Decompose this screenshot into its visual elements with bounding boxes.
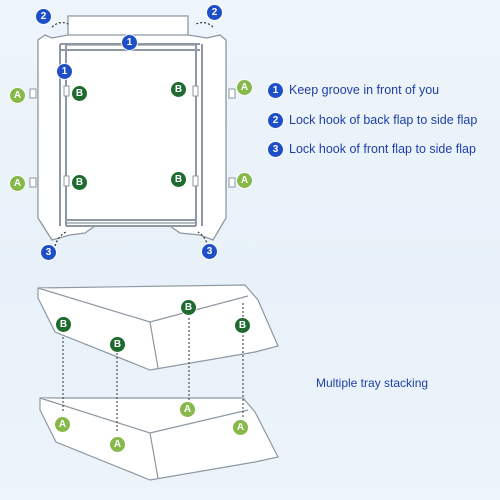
step-2-icon: 2 [268,112,283,128]
flap-a-badge: A [237,173,252,188]
bottom-tray [39,397,279,481]
legend-item-2: 2 Lock hook of back flap to side flap [268,111,498,129]
stack-a-badge: A [55,417,70,432]
legend-text-3: Lock hook of front flap to side flap [289,142,476,156]
flap-a-badge: A [10,88,25,103]
step-1-icon: 1 [268,82,283,98]
slot-b-badge: B [72,86,87,101]
step-1-badge-left: 1 [57,64,72,79]
legend-text-1: Keep groove in front of you [289,83,440,97]
slot-b-badge: B [171,82,186,97]
stacking-caption: Multiple tray stacking [316,376,429,390]
stack-a-badge: A [110,437,125,452]
step-3-badge-right: 3 [202,244,217,259]
step-3-icon: 3 [268,141,283,157]
legend-item-3: 3 Lock hook of front flap to side flap [268,140,498,158]
slot-b-badge: B [72,175,87,190]
stack-b-badge: B [110,337,125,352]
legend-item-1: 1 Keep groove in front of you [268,81,498,99]
stack-b-badge: B [235,318,250,333]
step-2-badge-right: 2 [207,5,222,20]
step-2-badge-left: 2 [36,9,51,24]
flap-a-badge: A [237,80,252,95]
stack-a-badge: A [233,420,248,435]
stack-b-badge: B [56,317,71,332]
slot-b-badge: B [171,172,186,187]
stack-b-badge: B [181,300,196,315]
tray-base-panel [65,44,197,224]
step-3-badge-left: 3 [41,245,56,260]
step-1-badge-top: 1 [122,35,137,50]
stack-a-badge: A [180,402,195,417]
legend-text-2: Lock hook of back flap to side flap [289,113,478,127]
flap-a-badge: A [10,176,25,191]
